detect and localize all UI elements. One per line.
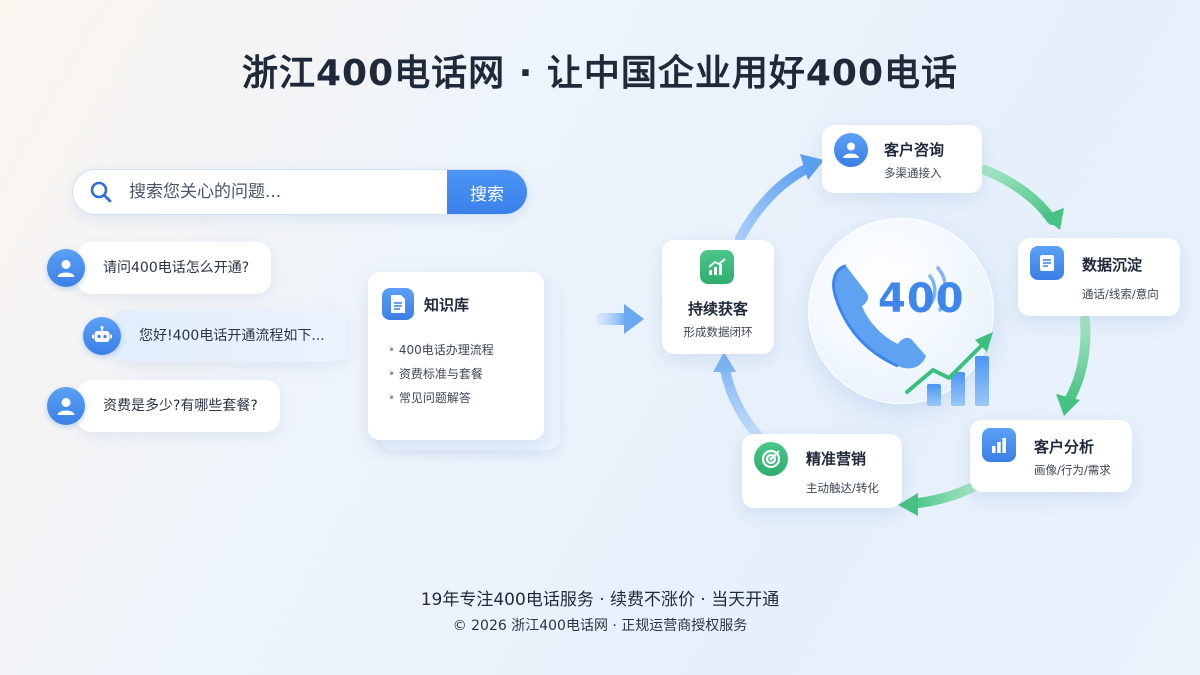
page-title: 浙江400电话网 · 让中国企业用好400电话 [241,53,959,94]
node-title: 持续获客 [687,300,748,318]
growth-chart-icon [700,250,734,284]
cycle-node-marketing[interactable]: 精准营销 主动触达/转化 [742,434,902,508]
document-icon [382,288,414,320]
chat-bubble: 资费是多少?有哪些套餐? [77,380,280,432]
chat-message-user: 资费是多少?有哪些套餐? [47,380,280,432]
search-input[interactable] [129,170,447,214]
phone-icon [832,264,946,369]
arrow-right-icon [596,304,644,334]
robot-avatar-icon [83,317,121,355]
chat-message-user: 请问400电话怎么开通? [47,242,272,294]
growth-bars-icon [905,332,993,406]
center-400-label: 400 [878,276,965,322]
cycle-node-growth[interactable]: 持续获客 形成数据闭环 [662,240,774,354]
node-subtitle: 画像/行为/需求 [1034,463,1111,477]
footer-copyright: © 2026 浙江400电话网 · 正规运营商授权服务 [452,618,748,634]
node-subtitle: 形成数据闭环 [683,325,753,339]
knowledge-item[interactable]: 资费标准与套餐 [388,362,530,386]
knowledge-base-list: 400电话办理流程 资费标准与套餐 常见问题解答 [388,338,530,410]
document-icon [1030,246,1064,280]
node-subtitle: 主动触达/转化 [806,481,879,495]
search-bar: 搜索 [72,169,528,215]
node-subtitle: 多渠通接入 [884,166,942,180]
search-button[interactable]: 搜索 [447,170,527,214]
knowledge-base-card[interactable]: 知识库 400电话办理流程 资费标准与套餐 常见问题解答 [368,272,544,440]
cycle-node-data[interactable]: 数据沉淀 通话/线索/意向 [1018,238,1180,316]
cycle-node-consult[interactable]: 客户咨询 多渠通接入 [822,125,982,193]
node-title: 精准营销 [806,450,867,468]
search-icon [73,170,129,214]
bar-chart-icon [982,428,1016,462]
chat-bubble: 您好!400电话开通流程如下... [113,310,347,362]
user-avatar-icon [47,387,85,425]
footer-tagline: 19年专注400电话服务 · 续费不涨价 · 当天开通 [420,590,780,610]
node-subtitle: 通话/线索/意向 [1082,287,1159,301]
cycle-node-analysis[interactable]: 客户分析 画像/行为/需求 [970,420,1132,492]
cycle-ring [713,154,1091,516]
node-title: 数据沉淀 [1082,256,1143,274]
knowledge-base-title: 知识库 [424,295,470,314]
user-avatar-icon [47,249,85,287]
chat-message-bot: 您好!400电话开通流程如下... [83,310,347,362]
node-title: 客户分析 [1034,438,1095,456]
chat-bubble: 请问400电话怎么开通? [77,242,272,294]
knowledge-item[interactable]: 400电话办理流程 [388,338,530,362]
knowledge-item[interactable]: 常见问题解答 [388,386,530,410]
target-icon [754,442,788,476]
user-icon [834,133,868,167]
node-title: 客户咨询 [884,141,945,159]
